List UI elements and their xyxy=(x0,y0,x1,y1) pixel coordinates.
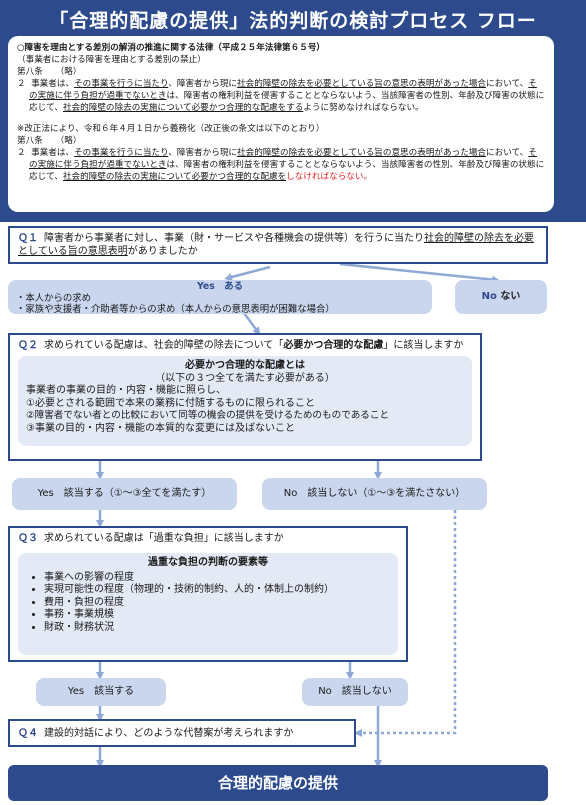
q3-factors-box: 過重な負担の判断の要素等 事業への影響の程度 実現可能性の程度（物理的・技術的制… xyxy=(18,553,398,655)
para-underline: 社会的障壁の除去の実施について必要かつ合理的な配慮をする xyxy=(62,103,304,114)
q2-yes-box: Yes 該当する（①～③全てを満たす） xyxy=(12,478,237,510)
para-num: ２ xyxy=(17,79,26,90)
q1-yes-item-2: ・家族や支援者・介助者等からの求め（本人からの意思表明が困難な場合） xyxy=(16,304,335,315)
para-text: 、障害者から現に xyxy=(168,147,238,158)
para-text: ように努めなければならない。 xyxy=(303,103,424,114)
para-underline: その実施に伴う負担が過重でないとき xyxy=(29,147,537,170)
q3-factor: 実現可能性の程度（物理的・技術的制約、人的・体制上の制約） xyxy=(44,584,390,597)
q2-criteria-subtitle: （以下の３つ全てを満たす必要がある） xyxy=(155,372,335,384)
arrow-q1-yes xyxy=(224,265,271,281)
arrow-q1-no xyxy=(339,262,500,284)
dotted-q2no-q4 xyxy=(354,510,457,737)
amendment-note: ※改正法により、令和６年４月１日から義務化（改正後の条文は以下のとおり） xyxy=(17,123,325,134)
q2-no-box: No 該当しない（①～③を満たさない） xyxy=(262,478,487,510)
para-text: 、障害者から現に xyxy=(168,79,238,90)
page-title: 「合理的配慮の提供」法的判断の検討プロセス フロー xyxy=(49,10,537,32)
para-underline: その事業を行うに当たり xyxy=(74,79,169,90)
law-text-box: ○障害を理由とする差別の解消の推進に関する法律（平成２５年法律第６５号） （事業… xyxy=(8,36,554,212)
q3-factor: 事業への影響の程度 xyxy=(44,572,390,585)
q3-factors-list: 事業への影響の程度 実現可能性の程度（物理的・技術的制約、人的・体制上の制約） … xyxy=(26,572,390,635)
q2-key-term: 必要かつ合理的な配慮 xyxy=(283,340,384,351)
q2-criterion-3: ③事業の目的・内容・機能の本質的な変更には及ばないこと xyxy=(26,422,295,434)
q1-text: 障害者から事業者に対し、事業（財・サービスや各種機会の提供等）を行うに当たり xyxy=(44,233,424,244)
q1-text-end: がありましたか xyxy=(127,246,198,257)
para-text: 事業者は、 xyxy=(31,79,75,90)
q4-box: Ｑ４ 建設的対話により、どのような代替案が考えられますか xyxy=(8,719,356,747)
q1-no-box: No ない xyxy=(455,280,547,314)
para-underline: 社会的障壁の除去を必要としている旨の意思の表明があった場合 xyxy=(237,79,486,90)
q4-text: 建設的対話により、どのような代替案が考えられますか xyxy=(44,728,294,739)
q2-text-end: 」に該当しますか xyxy=(383,340,464,351)
q3-factor: 事務・事業規模 xyxy=(44,609,390,622)
q1-box: Ｑ１ 障害者から事業者に対し、事業（財・サービスや各種機会の提供等）を行うに当たり… xyxy=(8,226,548,264)
q2-criterion-2: ②障害者でない者との比較において同等の機会の提供を受けるためのものであること xyxy=(26,410,390,422)
q4-number: Ｑ４ xyxy=(18,728,38,739)
q2-box: Ｑ２ 求められている配慮は、社会的障壁の除去について「必要かつ合理的な配慮」に該当… xyxy=(8,333,482,461)
para-underline: 社会的障壁の除去を必要としている旨の意思の表明があった場合 xyxy=(237,147,486,158)
q3-factor: 財政・財務状況 xyxy=(44,622,390,635)
q2-criterion-1: ①必要とされる範囲で本来の業務に付随するものに限られること xyxy=(26,397,315,409)
q2-text: 求められている配慮は、社会的障壁の除去について「 xyxy=(44,340,284,351)
q1-no-label: No xyxy=(481,291,497,302)
arrow-yes-q2 xyxy=(242,312,261,336)
para-text: は、障害者の権利利益を侵害することとならないよう、当該障害者の性別、年齢及び障害… xyxy=(29,159,545,182)
final-result-box: 合理的配慮の提供 xyxy=(8,765,548,801)
q3-question: Ｑ３ 求められている配慮は「過重な負担」に該当しますか xyxy=(18,532,398,545)
q3-factors-title: 過重な負担の判断の要素等 xyxy=(148,557,268,568)
q3-box: Ｑ３ 求められている配慮は「過重な負担」に該当しますか 過重な負担の判断の要素等 … xyxy=(8,526,408,662)
q3-text: 求められている配慮は「過重な負担」に該当しますか xyxy=(44,533,284,544)
q3-no-box: No 該当しない xyxy=(302,678,408,706)
q2-question: Ｑ２ 求められている配慮は、社会的障壁の除去について「必要かつ合理的な配慮」に該当… xyxy=(18,339,472,352)
para-underline: その事業を行うに当たり xyxy=(74,147,169,158)
law-subheading: （事業者における障害を理由とする差別の禁止） xyxy=(17,55,206,66)
para-text: において、 xyxy=(486,147,529,158)
para-num: ２ xyxy=(17,147,26,158)
q1-yes-title: Yes ある xyxy=(197,281,243,292)
article-2: 第八条 （略） xyxy=(17,135,82,146)
q1-yes-item-1: ・本人からの求め xyxy=(16,292,92,304)
paragraph-2: ２ 事業者は、その事業を行うに当たり、障害者から現に社会的障壁の除去を必要として… xyxy=(17,147,545,183)
para-underline: 社会的障壁の除去の実施について必要かつ合理的な配慮を xyxy=(62,171,287,182)
para-red-text: しなければならない。 xyxy=(286,171,373,182)
q1-number: Ｑ１ xyxy=(18,233,38,244)
q1-underline: 社会的障壁の除去を必要としている旨の意思表明 xyxy=(18,233,534,257)
para-text: において、 xyxy=(486,79,529,90)
article-1: 第八条 （略） xyxy=(17,67,82,78)
q1-no-text: ない xyxy=(500,291,521,302)
q2-criteria-lead: 事業者の事業の目的・内容・機能に照らし、 xyxy=(26,385,226,397)
para-text: は、障害者の権利利益を侵害することとならないよう、当該障害者の性別、年齢及び障害… xyxy=(29,91,545,114)
law-heading: ○障害を理由とする差別の解消の推進に関する法律（平成２５年法律第６５号） xyxy=(17,43,326,53)
q3-number: Ｑ３ xyxy=(18,533,38,544)
para-text: 事業者は、 xyxy=(31,147,75,158)
q2-criteria-title: 必要かつ合理的な配慮とは xyxy=(185,360,305,371)
q2-criteria-box: 必要かつ合理的な配慮とは （以下の３つ全てを満たす必要がある） 事業者の事業の目… xyxy=(18,356,472,446)
paragraph-1: ２ 事業者は、その事業を行うに当たり、障害者から現に社会的障壁の除去を必要として… xyxy=(17,78,545,114)
q1-yes-box: Yes ある ・本人からの求め ・家族や支援者・介助者等からの求め（本人からの意… xyxy=(8,280,432,315)
q2-number: Ｑ２ xyxy=(18,340,38,351)
q3-factor: 費用・負担の程度 xyxy=(44,597,390,610)
para-underline: その実施に伴う負担が過重でないとき xyxy=(29,79,537,102)
q3-yes-box: Yes 該当する xyxy=(36,678,166,706)
